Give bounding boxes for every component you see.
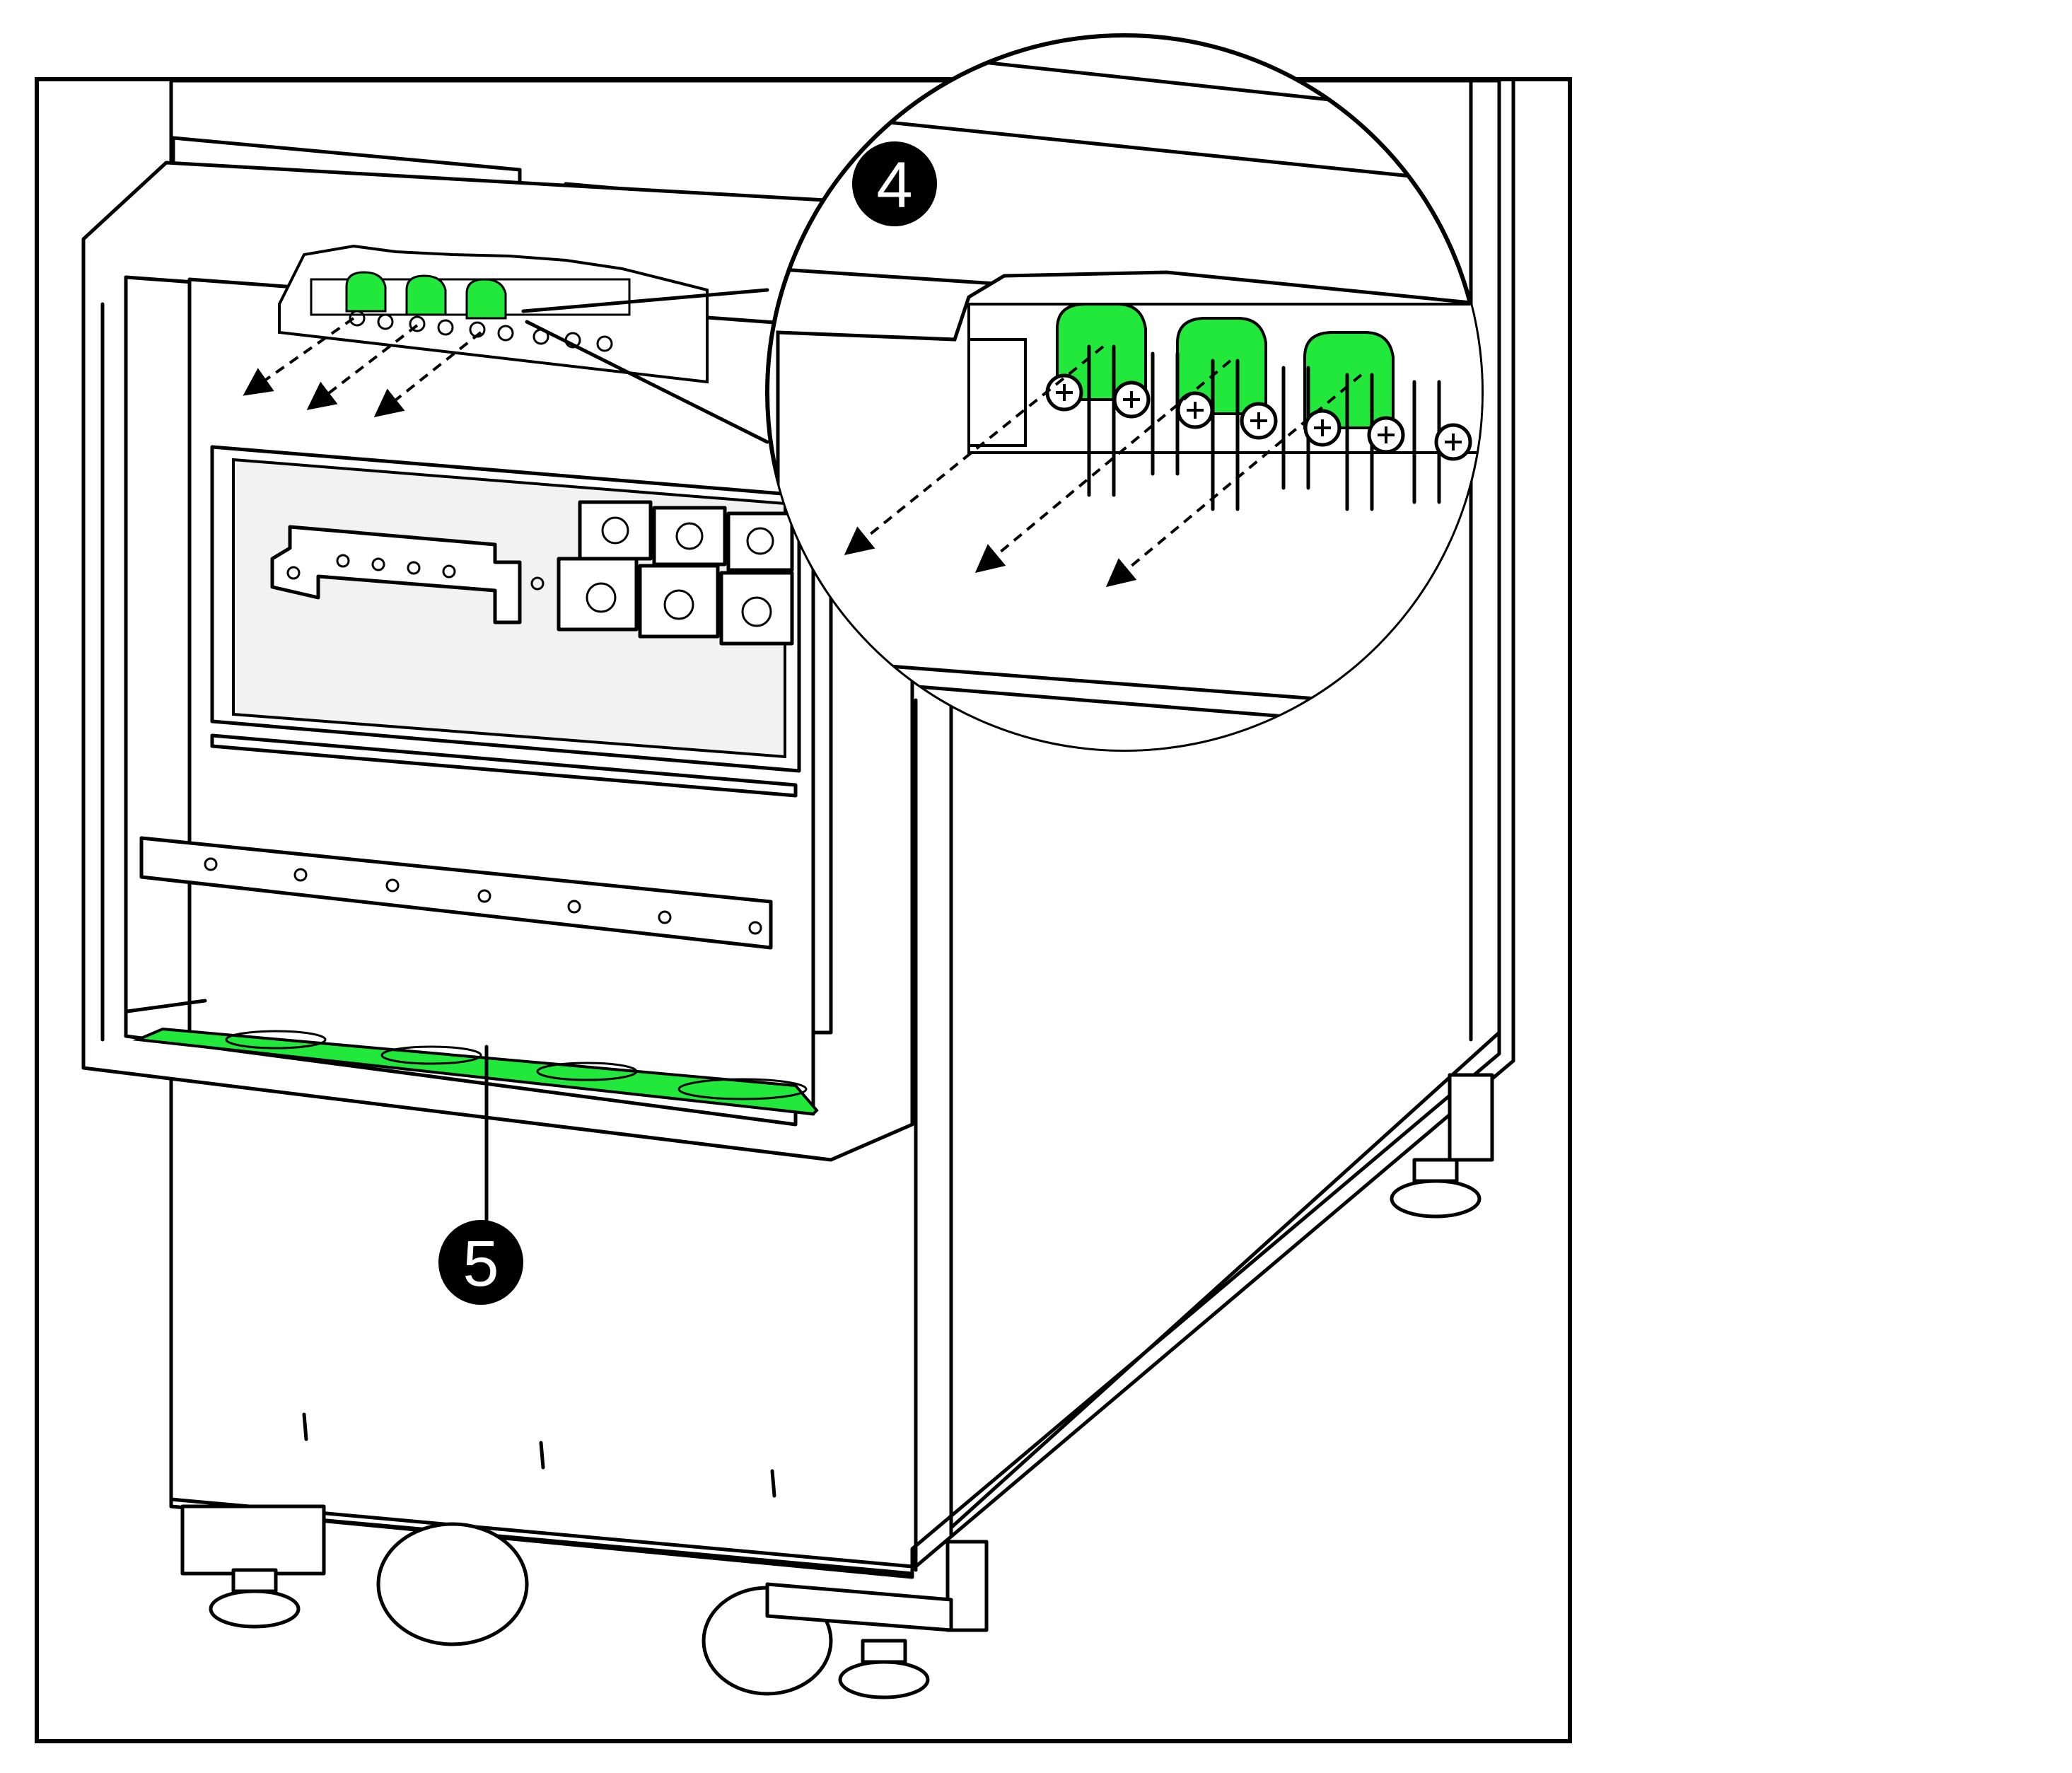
terminal-strip-small — [243, 244, 769, 444]
callout-4-badge: 4 — [852, 141, 937, 226]
leveling-foot-center — [838, 1639, 930, 1699]
main-terminal-area — [210, 445, 801, 798]
callout-5-badge: 5 — [438, 1045, 523, 1305]
gland-plate-highlight — [132, 1027, 819, 1116]
power-terminals — [557, 500, 794, 646]
zoom-detail — [765, 33, 1484, 752]
callout-4-label: 4 — [876, 149, 912, 221]
leveling-foot-right — [1390, 1158, 1482, 1219]
callout-5-label: 5 — [462, 1228, 499, 1300]
cabinet-base — [169, 1073, 1494, 1699]
din-rail — [139, 836, 773, 950]
terminal-screws — [1045, 373, 1472, 461]
terminal-bar-l2 — [1176, 317, 1267, 415]
terminal-bar-l1 — [1056, 303, 1147, 401]
leveling-foot-left — [209, 1568, 301, 1629]
